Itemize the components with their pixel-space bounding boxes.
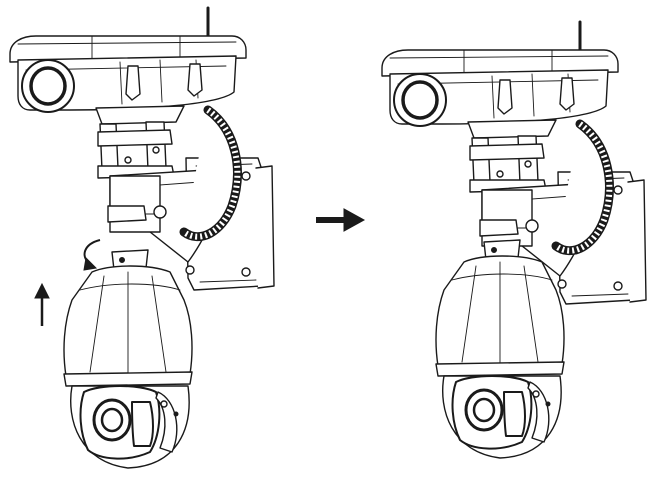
ptz-dome-camera-right (434, 238, 566, 460)
right-assembly (380, 20, 646, 460)
up-arrow-icon (34, 282, 50, 326)
right-arrow-icon (316, 208, 366, 232)
left-assembly (8, 6, 274, 470)
curved-rotate-arrow-icon (83, 239, 101, 271)
ptz-dome-camera-left (62, 248, 194, 470)
